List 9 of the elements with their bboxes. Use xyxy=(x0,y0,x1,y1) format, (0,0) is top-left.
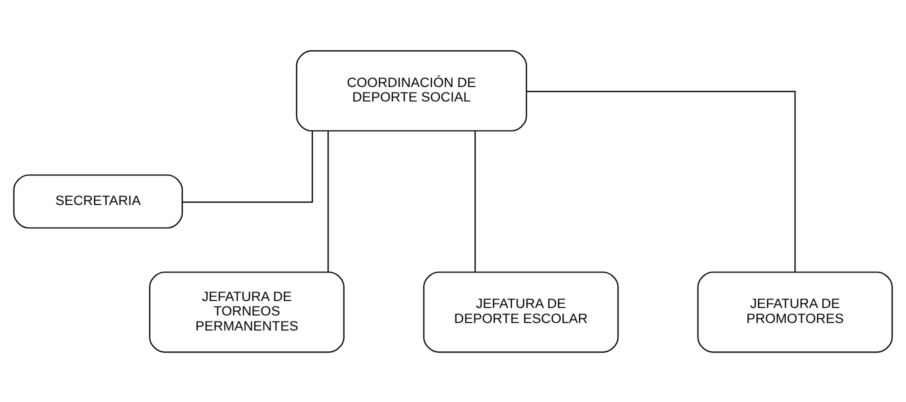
node-box: SECRETARIA xyxy=(13,174,183,228)
node-box: JEFATURA DE DEPORTE ESCOLAR xyxy=(423,271,619,352)
connector xyxy=(328,130,329,272)
node-box: JEFATURA DE PROMOTORES xyxy=(697,271,893,352)
node-box: COORDINACIÓN DE DEPORTE SOCIAL xyxy=(296,50,528,131)
connector xyxy=(182,130,313,202)
connector xyxy=(474,130,476,272)
connector xyxy=(526,90,796,272)
node-box: JEFATURA DE TORNEOS PERMANENTES xyxy=(149,271,345,352)
